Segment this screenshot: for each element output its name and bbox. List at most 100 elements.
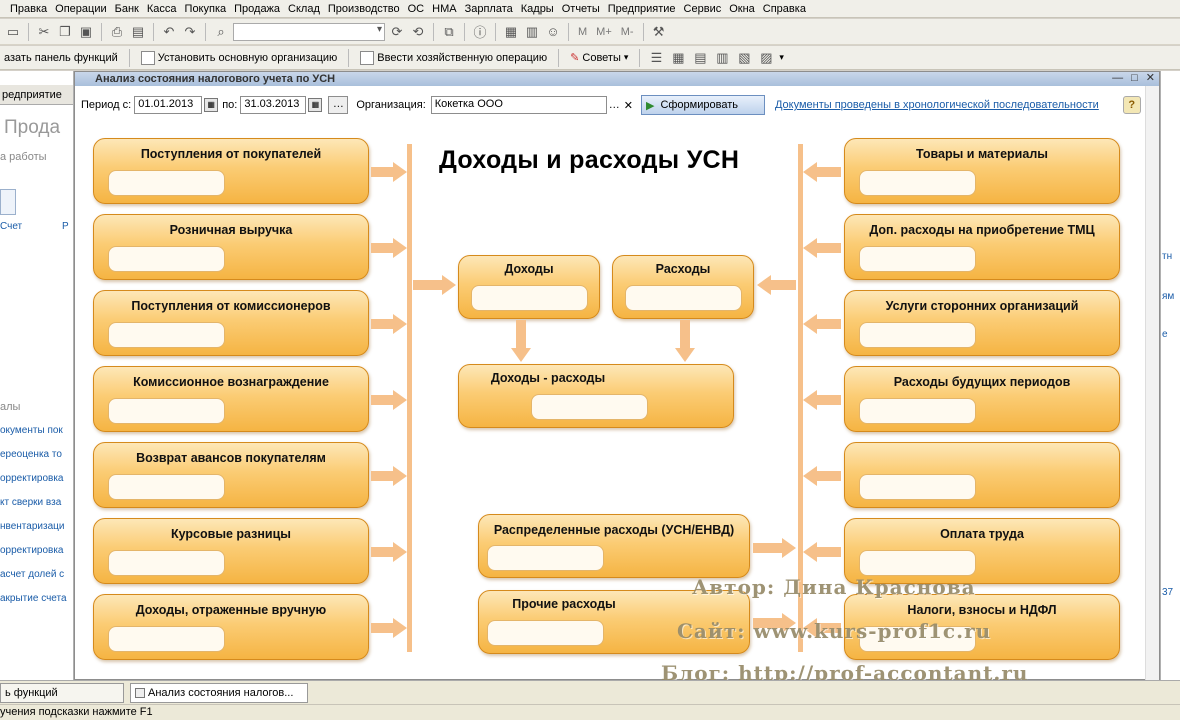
menu-item[interactable]: Предприятие [607,2,676,15]
chart-icon[interactable]: ▨ [760,49,773,65]
panel-link-account[interactable]: Счет [0,221,23,232]
calendar-icon[interactable]: ▦ [308,98,323,112]
chevron-down-icon[interactable]: ▾ [779,52,784,62]
task-report-window[interactable]: Анализ состояния налогов... [130,682,308,703]
right-card[interactable]: Доп. расходы на приобретение ТМЦ [844,214,1120,280]
panel-tab[interactable]: редприятие [0,85,73,105]
panel-link[interactable]: ереоценка то [0,449,62,460]
select-icon[interactable]: … [608,99,620,111]
right-card[interactable]: Налоги, взносы и НДФЛ [844,594,1120,660]
redo-icon[interactable]: ↷ [184,23,196,39]
menu-item[interactable]: Касса [146,2,177,15]
menu-item[interactable]: НМА [432,2,457,15]
calculator-icon[interactable]: ▦ [504,23,518,39]
set-org-button[interactable]: Установить основную организацию [137,50,342,65]
distributed-expenses-card[interactable]: Распределенные расходы (УСН/ЕНВД) [478,514,750,578]
right-link[interactable]: е [1162,329,1168,340]
right-card[interactable] [844,442,1120,508]
period-select-button[interactable]: … [328,96,349,114]
right-link[interactable]: ям [1162,291,1175,302]
menu-item[interactable]: Продажа [234,2,281,15]
maximize-icon[interactable]: □ [1131,72,1138,84]
menu-item[interactable]: Операции [55,2,107,15]
account-card-icon[interactable]: ▥ [716,49,729,65]
balance-icon[interactable]: ▦ [672,49,685,65]
panel-link[interactable]: орректировка [0,545,64,556]
window-title[interactable]: Анализ состояния налогового учета по УСН [75,72,1159,86]
period-from-field[interactable]: 01.01.2013 [134,96,203,114]
expense-card[interactable]: Расходы [612,255,754,319]
menu-item[interactable]: ОС [407,2,425,15]
menu-item[interactable]: Склад [288,2,320,15]
income-card[interactable]: Доходы [458,255,600,319]
new-doc-icon[interactable]: ▭ [6,23,20,39]
tools-icon[interactable]: ⚒ [652,23,665,39]
calendar-icon[interactable]: ▦ [204,98,219,112]
menu-item[interactable]: Сервис [683,2,722,15]
find-next-icon[interactable]: ⟳ [391,23,403,39]
menu-item[interactable]: Кадры [520,2,554,15]
panel-link[interactable]: асчет долей с [0,569,65,580]
analysis-icon[interactable]: ▧ [738,49,751,65]
left-card[interactable]: Розничная выручка [93,214,369,280]
panel-link-r[interactable]: Р [62,221,69,232]
right-link[interactable]: тн [1162,251,1173,262]
vertical-scrollbar[interactable] [1145,86,1159,680]
memory-plus-button[interactable]: M+ [596,25,612,38]
paste-icon[interactable]: ▣ [79,23,93,39]
search-icon[interactable]: ⌕ [217,23,225,39]
other-expenses-card[interactable]: Прочие расходы [478,590,750,654]
calendar-icon[interactable]: ▥ [525,23,539,39]
difference-card[interactable]: Доходы - расходы [458,364,734,428]
windows-icon[interactable]: ⧉ [444,23,454,39]
panel-link[interactable]: нвентаризаци [0,521,65,532]
memory-button[interactable]: M [578,25,588,38]
print-icon[interactable]: ⎙ [111,23,123,39]
copy-icon[interactable]: ❐ [59,23,71,39]
undo-icon[interactable]: ↶ [163,23,175,39]
search-combo[interactable] [233,22,385,41]
menu-item[interactable]: Правка [10,2,48,15]
report-icon[interactable]: ▤ [694,49,707,65]
right-card[interactable]: Товары и материалы [844,138,1120,204]
left-card[interactable]: Поступления от комиссионеров [93,290,369,356]
journal-icon[interactable]: ☰ [650,49,663,65]
cut-icon[interactable]: ✂ [38,23,50,39]
left-card[interactable]: Комиссионное вознаграждение [93,366,369,432]
menu-item[interactable]: Банк [114,2,139,15]
menu-item[interactable]: Зарплата [464,2,513,15]
panel-link[interactable]: акрытие счета [0,593,67,604]
organization-field[interactable]: Кокетка ООО [430,96,607,114]
task-functions-panel[interactable]: ь функций [0,682,124,703]
menu-item[interactable]: Окна [729,2,755,15]
memory-minus-button[interactable]: M- [620,25,634,38]
panel-link[interactable]: кт сверки вза [0,497,62,508]
users-icon[interactable]: ☺ [546,24,560,39]
help-button[interactable]: ? [1122,96,1141,114]
generate-button[interactable]: ▶Сформировать [640,95,765,115]
left-card[interactable]: Доходы, отраженные вручную [93,594,369,660]
documents-sequence-link[interactable]: Документы проведены в хронологической по… [774,99,1099,111]
enter-operation-button[interactable]: Ввести хозяйственную операцию [356,50,551,65]
document-icon[interactable] [0,189,16,215]
close-icon[interactable]: ✕ [1145,72,1155,84]
clear-icon[interactable]: ✕ [623,99,633,112]
menu-item[interactable]: Производство [327,2,400,15]
info-icon[interactable]: ⓘ [473,25,487,40]
right-link[interactable]: 37 [1162,587,1174,598]
right-card[interactable]: Оплата труда [844,518,1120,584]
left-card[interactable]: Поступления от покупателей [93,138,369,204]
menu-item[interactable]: Отчеты [561,2,600,15]
right-card[interactable]: Расходы будущих периодов [844,366,1120,432]
panel-link[interactable]: орректировка [0,473,64,484]
panel-link[interactable]: окументы пок [0,425,63,436]
right-card[interactable]: Услуги сторонних организаций [844,290,1120,356]
left-card[interactable]: Курсовые разницы [93,518,369,584]
left-card[interactable]: Возврат авансов покупателям [93,442,369,508]
menu-item[interactable]: Справка [762,2,806,15]
minimize-icon[interactable]: — [1112,72,1124,84]
preview-icon[interactable]: ▤ [131,23,145,39]
period-to-field[interactable]: 31.03.2013 [240,96,307,114]
show-panel-button[interactable]: азать панель функций [0,52,122,64]
tips-button[interactable]: ✎Советы▾ [566,51,632,65]
